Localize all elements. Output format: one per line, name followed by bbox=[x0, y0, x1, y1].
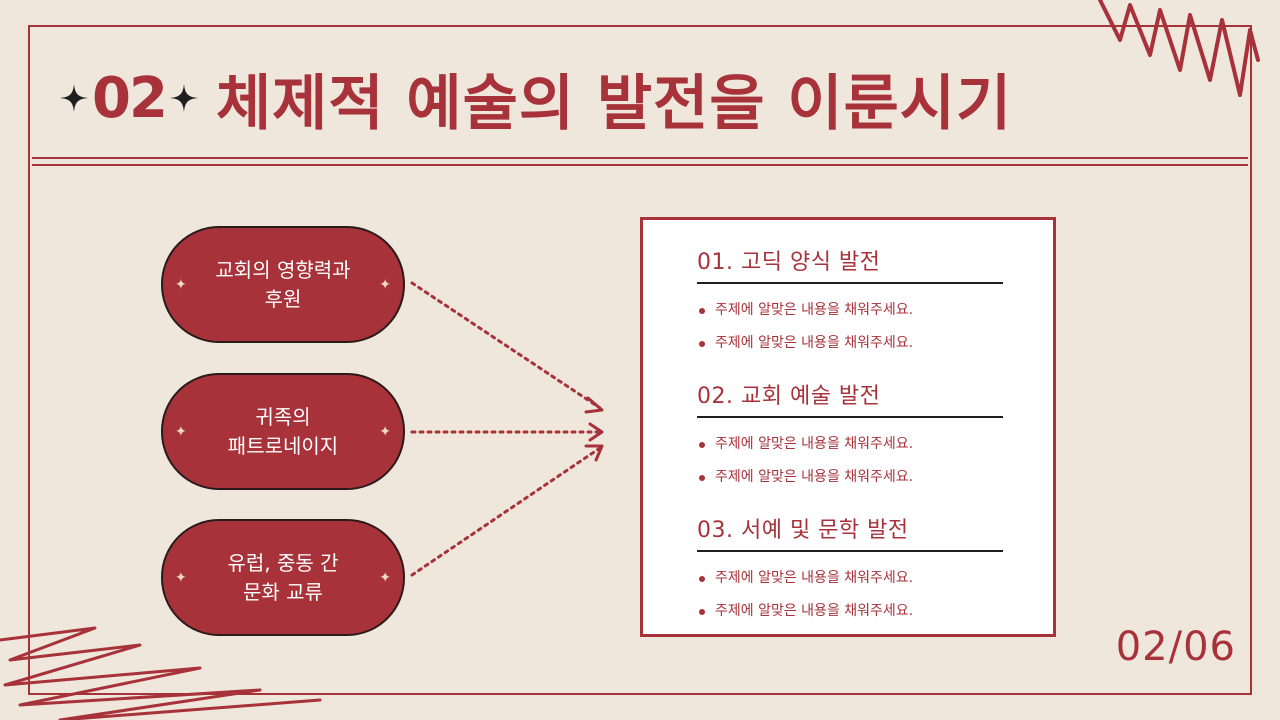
page-indicator: 02/06 bbox=[1115, 624, 1236, 670]
bullet-item: 주제에 알맞은 내용을 채워주세요. bbox=[697, 428, 1003, 461]
section-title: 03. 서예 및 문학 발전 bbox=[697, 512, 1003, 552]
sparkle-icon bbox=[169, 84, 198, 112]
page-title: 체제적 예술의 발전을 이룬시기 bbox=[215, 68, 1013, 139]
bullet-item: 주제에 알맞은 내용을 채워주세요. bbox=[697, 327, 1003, 360]
factor-pill-exchange: ✦ 유럽, 중동 간 문화 교류 ✦ bbox=[161, 519, 405, 636]
bullet-item: 주제에 알맞은 내용을 채워주세요. bbox=[697, 595, 1003, 628]
slide-frame bbox=[28, 25, 1252, 695]
slide-header: 02 체제적 예술의 발전을 이룬시기 bbox=[60, 58, 1012, 139]
sparkle-icon: ✦ bbox=[379, 423, 391, 440]
pill-label: 귀족의 패트로네이지 bbox=[227, 404, 339, 458]
pill-label: 유럽, 중동 간 문화 교류 bbox=[227, 550, 339, 604]
divider-line bbox=[32, 164, 1248, 166]
bullet-list: 주제에 알맞은 내용을 채워주세요. 주제에 알맞은 내용을 채워주세요. bbox=[697, 428, 1003, 494]
section-gothic: 01. 고딕 양식 발전 주제에 알맞은 내용을 채워주세요. 주제에 알맞은 … bbox=[697, 244, 1003, 360]
sparkle-icon: ✦ bbox=[379, 569, 391, 586]
content-card: 01. 고딕 양식 발전 주제에 알맞은 내용을 채워주세요. 주제에 알맞은 … bbox=[640, 217, 1056, 637]
section-calligraphy: 03. 서예 및 문학 발전 주제에 알맞은 내용을 채워주세요. 주제에 알맞… bbox=[697, 512, 1003, 628]
bullet-item: 주제에 알맞은 내용을 채워주세요. bbox=[697, 461, 1003, 494]
factor-pill-patronage: ✦ 귀족의 패트로네이지 ✦ bbox=[161, 373, 405, 490]
sparkle-icon: ✦ bbox=[175, 569, 187, 586]
sparkle-icon bbox=[60, 84, 88, 112]
bullet-list: 주제에 알맞은 내용을 채워주세요. 주제에 알맞은 내용을 채워주세요. bbox=[697, 562, 1003, 628]
section-title: 02. 교회 예술 발전 bbox=[697, 378, 1003, 418]
sparkle-icon: ✦ bbox=[379, 276, 391, 293]
section-number: 02 bbox=[92, 65, 168, 131]
sparkle-icon: ✦ bbox=[175, 423, 187, 440]
section-church-art: 02. 교회 예술 발전 주제에 알맞은 내용을 채워주세요. 주제에 알맞은 … bbox=[697, 378, 1003, 494]
factor-pill-church: ✦ 교회의 영향력과 후원 ✦ bbox=[161, 226, 405, 343]
sparkle-icon: ✦ bbox=[175, 276, 187, 293]
bullet-list: 주제에 알맞은 내용을 채워주세요. 주제에 알맞은 내용을 채워주세요. bbox=[697, 294, 1003, 360]
divider-line bbox=[32, 157, 1248, 159]
pill-label: 교회의 영향력과 후원 bbox=[215, 257, 351, 311]
section-title: 01. 고딕 양식 발전 bbox=[697, 244, 1003, 284]
bullet-item: 주제에 알맞은 내용을 채워주세요. bbox=[697, 294, 1003, 327]
bullet-item: 주제에 알맞은 내용을 채워주세요. bbox=[697, 562, 1003, 595]
